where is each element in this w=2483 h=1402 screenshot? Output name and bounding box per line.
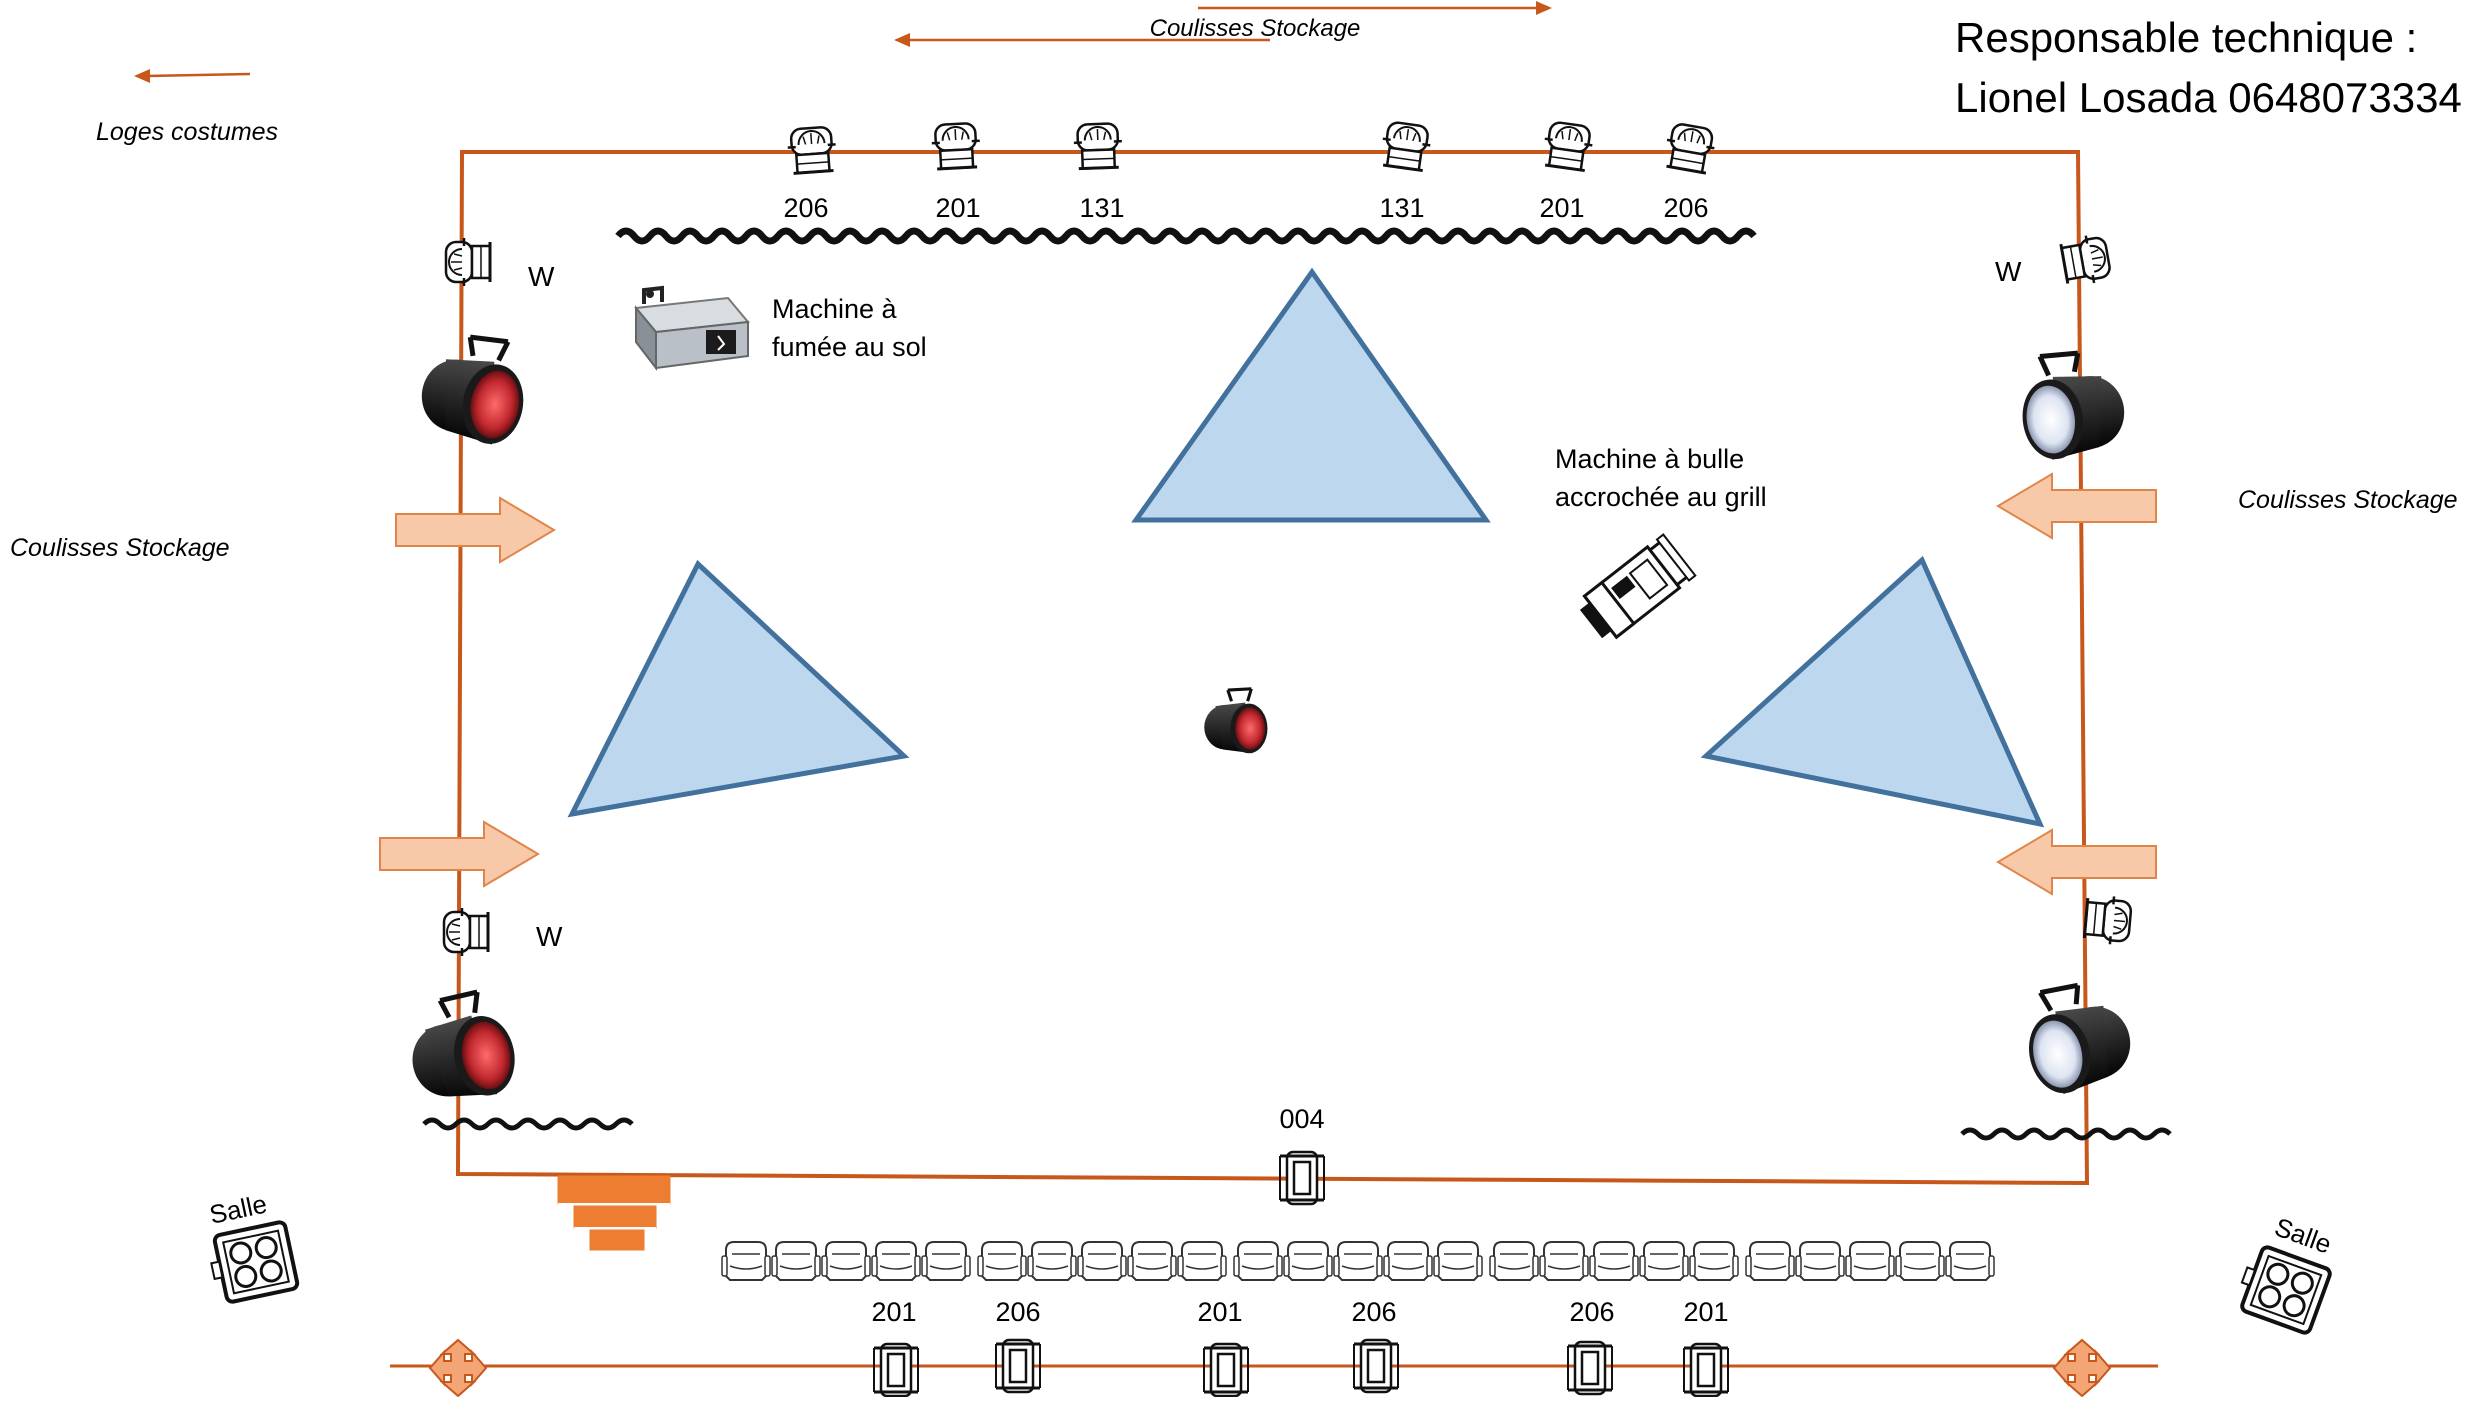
corridor-arrow-loges [134,69,251,83]
curtain-downstage-left [422,1117,634,1131]
zone-label-coulisses-top: Coulisses Stockage [1150,15,1361,42]
audience-chair-icon [1433,1241,1483,1281]
fog-machine-icon [634,285,750,371]
audience-chair-icon [721,1241,771,1281]
corridor-arrow-top-left [894,33,1270,47]
par-can-right-bottom [2015,974,2139,1100]
curtain-downstage-right [1960,1127,2172,1141]
foh-fixture-3 [1202,1342,1250,1398]
set-piece-triangle-left [567,559,910,818]
audience-chair-icon [921,1241,971,1281]
top-fixture-1 [785,124,839,176]
speaker-left [203,1219,301,1307]
foh-fixture-label-5: 206 [1569,1297,1614,1327]
audience-chair-icon [821,1241,871,1281]
side-spot-right-top [2058,231,2114,289]
w-label-right-top: W [1995,256,2022,287]
upstage-curtain [615,227,1757,245]
audience-chair-icon [1895,1241,1945,1281]
zone-label-coulisses-left: Coulisses Stockage [10,534,230,562]
side-spot-left-bottom [442,906,490,958]
par-can-left-top [415,329,534,449]
front-fixture [1278,1150,1326,1206]
entry-arrow-right-bottom [1997,829,2157,895]
salle-label-left: Salle [207,1189,270,1230]
foh-fixture-label-6: 201 [1683,1297,1728,1327]
audience-chair-icon [771,1241,821,1281]
top-fixture-label-3: 131 [1079,193,1124,223]
foh-fixture-6 [1682,1342,1730,1398]
audience-chair-icon [1795,1241,1845,1281]
audience-chair-icon [1383,1241,1433,1281]
audience-chair-icon [1489,1241,1539,1281]
par-can-left-bottom [402,988,521,1108]
audience-chair-icon [1177,1241,1227,1281]
responsable-line1: Responsable technique : [1955,14,2417,61]
zone-label-loges: Loges costumes [96,118,278,146]
foh-bar-end-left-icon [429,1339,487,1397]
top-fixture-label-5: 201 [1539,193,1584,223]
w-label-left-top: W [528,261,555,292]
speaker-right [2231,1241,2334,1337]
foh-fixture-2 [994,1338,1042,1394]
par-can-right-top [2014,346,2129,463]
top-fixture-label-2: 201 [935,193,980,223]
set-piece-triangle-top [1131,267,1491,523]
entry-arrow-left-top [395,497,555,563]
responsable-line2: Lionel Losada 0648073334 [1955,74,2462,121]
stage-steps-icon [557,1175,671,1251]
foh-fixture-label-1: 201 [871,1297,916,1327]
foh-fixture-label-4: 206 [1351,1297,1396,1327]
audience-chair-icon [1745,1241,1795,1281]
foh-fixture-label-3: 201 [1197,1297,1242,1327]
top-fixture-6 [1661,120,1719,176]
audience-chair-icon [1233,1241,1283,1281]
audience-chair-icon [1127,1241,1177,1281]
top-fixture-label-4: 131 [1379,193,1424,223]
top-fixture-label-1: 206 [783,193,828,223]
fog-machine-label-line1: Machine à [772,294,898,324]
foh-fixture-1 [872,1342,920,1398]
foh-fixture-4 [1352,1338,1400,1394]
audience-chair-icon [1283,1241,1333,1281]
set-piece-triangle-right [1700,555,2045,828]
audience-chair-icon [1333,1241,1383,1281]
w-label-left-bottom: W [536,921,563,952]
stage-outline [455,150,2090,1186]
side-spot-right-bottom [2082,892,2134,948]
audience-chair-icon [1589,1241,1639,1281]
foh-fixture-label-2: 206 [995,1297,1040,1327]
bubble-machine-label-line1: Machine à bulle [1555,444,1744,474]
foh-bar-end-right-icon [2053,1339,2111,1397]
foh-fixtures [872,1338,1730,1398]
top-fixture-label-6: 206 [1663,193,1708,223]
audience-seating [721,1241,1995,1281]
top-fixture-5 [1539,119,1597,173]
fog-machine-label-line2: fumée au sol [772,332,927,362]
audience-chair-icon [1945,1241,1995,1281]
side-spot-left-top [444,236,492,288]
audience-chair-icon [1689,1241,1739,1281]
zone-label-coulisses-right: Coulisses Stockage [2238,486,2458,514]
foh-fixture-5 [1566,1340,1614,1396]
entry-arrow-right-top [1997,473,2157,539]
top-fixture-4 [1377,119,1435,173]
audience-chair-icon [977,1241,1027,1281]
audience-chair-icon [1539,1241,1589,1281]
audience-chair-icon [1027,1241,1077,1281]
audience-chair-icon [1639,1241,1689,1281]
bubble-machine-icon [1579,533,1697,640]
top-fixture-2 [929,121,983,171]
audience-chair-icon [871,1241,921,1281]
top-fixture-3 [1071,121,1125,171]
corridor-arrow-top-right [1198,1,1552,15]
audience-chair-icon [1077,1241,1127,1281]
bubble-machine-label-line2: accrochée au grill [1555,482,1767,512]
audience-chair-icon [1845,1241,1895,1281]
front-fixture-label: 004 [1279,1104,1324,1134]
par-can-center [1202,687,1270,755]
